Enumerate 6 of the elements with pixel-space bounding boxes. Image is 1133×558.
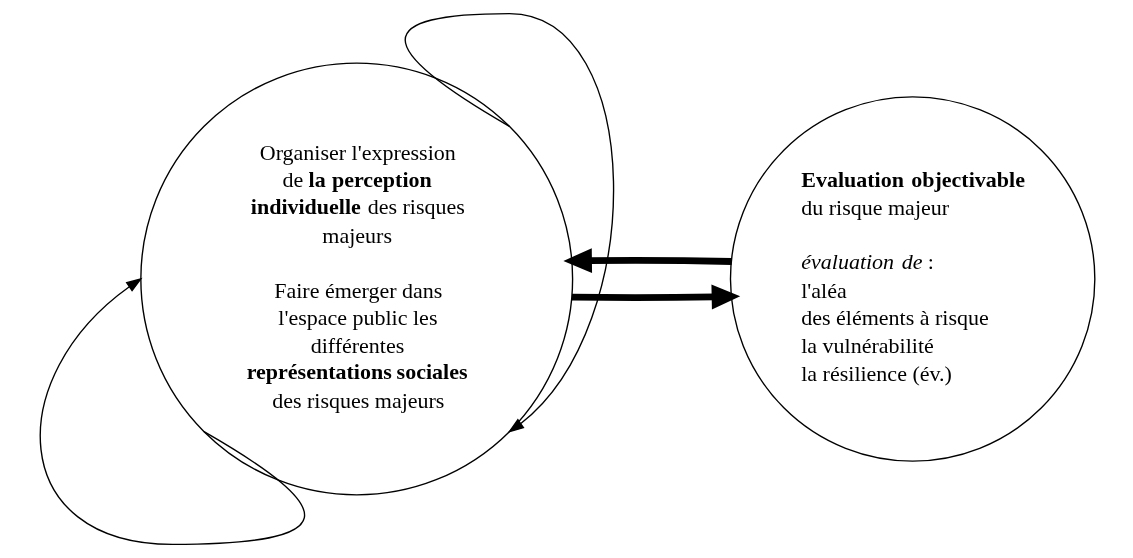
arrow xyxy=(562,248,732,274)
arrow xyxy=(404,12,614,433)
node-circle: Evaluation objectivable du risque majeur évaluation de : l'aléa des éléments à risque la vulnérabilité la résilience (év.) xyxy=(729,96,1095,462)
arrow xyxy=(39,277,305,546)
arrow xyxy=(571,284,740,310)
node-circle: Organiser l'expression de la perception individuelle des risques majeurs Faire émerger dans l'espace public les différentes représentations sociales des risques majeurs xyxy=(139,62,573,496)
